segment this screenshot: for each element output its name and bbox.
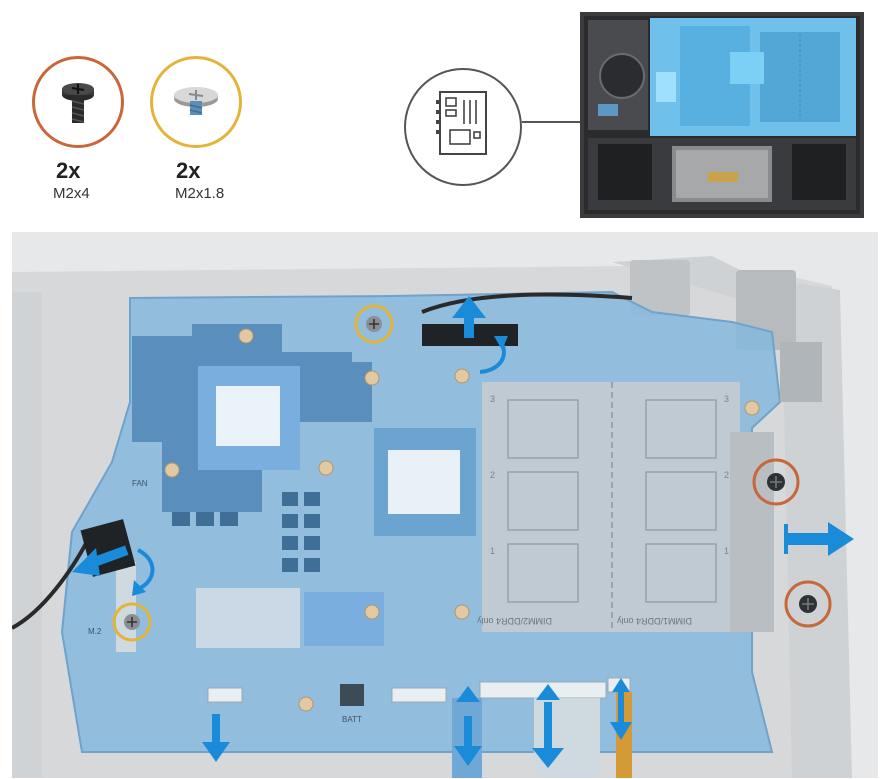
- dimm-slot-label: 3: [724, 394, 729, 404]
- screw-m2x18-size: M2x1.8: [175, 185, 225, 202]
- screw-icon: [174, 87, 218, 115]
- dimm-slot-label: 2: [490, 470, 495, 480]
- fan-label: FAN: [132, 479, 148, 488]
- screw-m2x4-size: M2x4: [53, 185, 90, 202]
- dimm-slot-label: 1: [724, 546, 729, 556]
- dimm1-label: DIMM1/DDR4 only: [616, 616, 692, 626]
- screw-m2x18-circle: [150, 56, 242, 148]
- screw-marker-yellow: [354, 304, 394, 344]
- m2-label: M.2: [88, 627, 102, 636]
- screw-icon: [62, 83, 94, 123]
- screw-marker-orange: [784, 580, 832, 628]
- screw-marker-yellow: [112, 602, 152, 642]
- motherboard-icon-circle: [404, 68, 522, 186]
- screw-marker-orange: [752, 458, 800, 506]
- dimm-slot-label: 1: [490, 546, 495, 556]
- screw-m2x18-qty: 2x: [176, 158, 201, 183]
- main-illustration: 3 2 1 3 2 1 DIMM2/DDR4 only DIMM1/DDR4 o…: [12, 232, 878, 778]
- dimm-slot-label: 2: [724, 470, 729, 480]
- screw-m2x4-qty: 2x: [56, 158, 81, 183]
- screw-m2x4-circle: [32, 56, 124, 148]
- batt-label: BATT: [342, 715, 362, 724]
- blue-arrow-icon: [72, 296, 854, 768]
- dimm2-label: DIMM2/DDR4 only: [476, 616, 552, 626]
- dimm-slot-label: 3: [490, 394, 495, 404]
- ram-module: [482, 382, 740, 632]
- overview-thumbnail: [580, 12, 864, 218]
- motherboard-icon: [436, 91, 487, 155]
